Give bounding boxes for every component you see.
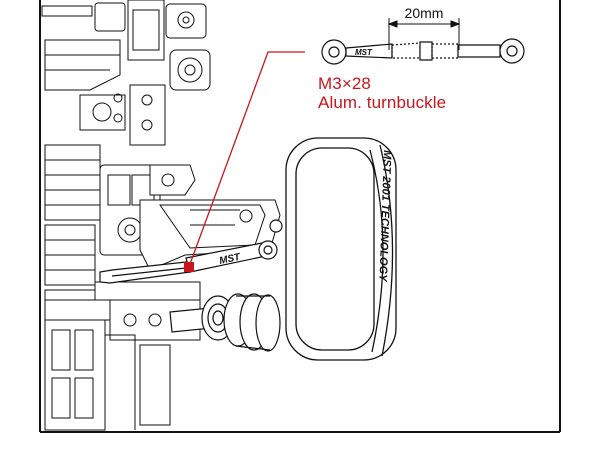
turnbuckle-detail: MST	[321, 38, 525, 65]
dimension-line	[387, 18, 461, 50]
turnbuckle-installed: MST	[99, 219, 283, 284]
callout-leader	[184, 51, 305, 272]
dimension-label: 20mm	[404, 5, 444, 21]
shock-absorber	[169, 293, 281, 352]
tire-brand-text: MST 2001 TECHNOLOGY	[376, 150, 393, 283]
frame-border	[39, 0, 561, 433]
link-brand-text: MST	[218, 252, 242, 267]
wheel: MST 2001 TECHNOLOGY	[285, 137, 397, 361]
detail-brand-text: MST	[355, 48, 373, 57]
part-name: Alum. turnbuckle	[318, 93, 447, 112]
chassis-drawing	[41, 0, 281, 431]
callout-marker	[184, 262, 194, 272]
part-spec: M3×28	[318, 74, 371, 93]
part-callout: M3×28 Alum. turnbuckle	[318, 74, 446, 112]
